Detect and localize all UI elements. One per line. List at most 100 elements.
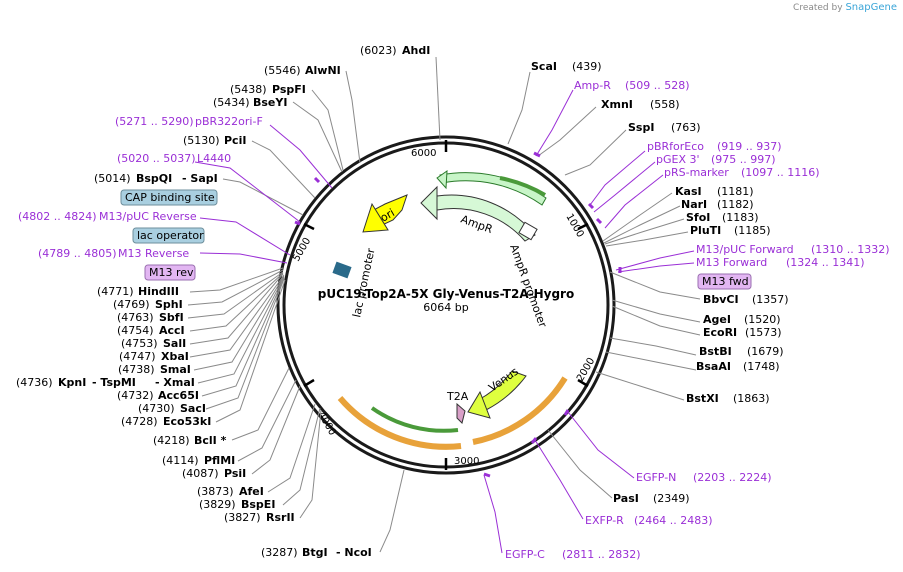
primer-egfp-c-range: (2811 .. 2832) [562,548,641,561]
site-sapi-name: - SapI [182,172,218,185]
ampr-outer-head [436,169,448,190]
site-xmni-pos: (558) [650,98,680,111]
site-ecori-name: EcoRI [703,326,737,339]
site-kasi-pos: (1181) [717,185,754,198]
site-smai-pos: (4738) [118,363,155,376]
site-kpni-name: KpnI [58,376,86,389]
site-pspfi-pos: (5438) [230,83,267,96]
site-bsaai-name: BsaAI [696,360,731,373]
site-psii-name: PsiI [224,467,246,480]
site-rsrii-pos: (3827) [224,511,261,524]
site-bbvci-name: BbvCI [703,293,739,306]
site-ahdi-pos: (6023) [360,44,397,57]
site-alwni-pos: (5546) [264,64,301,77]
primer-ampr-range: (509 .. 528) [625,79,690,92]
m13-rev-label: M13 rev [149,266,194,279]
site-nari-pos: (1182) [717,198,754,211]
site-bseyi-name: BseYI [253,96,287,109]
tick-label-3000: 3000 [454,456,479,467]
cap-binding-site-label: CAP binding site [125,191,215,204]
lac-operator-mark[interactable] [332,261,352,279]
primer-pgex3-name: pGEX 3' [656,153,700,166]
hygro-arc-right[interactable] [472,376,568,445]
primer-pbrforeco-range: (919 .. 937) [717,140,782,153]
venus-head [467,390,491,419]
lac-operator-box[interactable] [132,227,205,244]
site-psii-pos: (4087) [182,467,219,480]
primer-m13-fwd-range: (1324 .. 1341) [786,256,865,269]
site-acci-pos: (4754) [117,324,154,337]
snapgene-logo: SnapGene [845,2,897,13]
plasmid-size: 6064 bp [423,301,468,314]
lac-operator-label: lac operator [137,229,204,242]
t2a-mark[interactable] [456,402,466,424]
site-pcii-pos: (5130) [183,134,220,147]
site-sali-name: SalI [163,337,186,350]
site-saci-pos: (4730) [138,402,175,415]
site-sbfi-name: SbfI [159,311,184,324]
site-bstbi-name: BstBI [699,345,732,358]
site-eco53ki-name: Eco53kI [163,415,211,428]
site-sspi-name: SspI [628,121,654,134]
tick-marks [303,140,589,470]
m13-fwd-box[interactable] [697,273,752,290]
primer-m13puc-fwd-name: M13/pUC Forward [696,243,794,256]
right-site-leaders [507,71,701,499]
primer-prs-marker-range: (1097 .. 1116) [741,166,820,179]
site-xbai-pos: (4747) [119,350,156,363]
site-ncoi-name: - NcoI [336,546,372,559]
hygro-arc-left[interactable] [337,396,462,450]
site-bcli-name: BclI * [194,434,227,447]
primer-egfp-c-name: EGFP-C [505,548,545,561]
site-sfoi-name: SfoI [686,211,710,224]
snapgene-branding: Created by SnapGene [793,2,897,13]
site-afei-pos: (3873) [197,485,234,498]
green-arc-upper[interactable] [499,176,547,197]
primer-ampr-name: Amp-R [574,79,611,92]
primer-leaders [194,89,695,554]
site-bseyi-pos: (5434) [213,96,250,109]
site-kpni-pos: (4736) [16,376,53,389]
site-bsaai-pos: (1748) [743,360,780,373]
site-alwni-name: AlwNI [305,64,341,77]
site-pflmi-pos: (4114) [162,454,199,467]
primer-m13-fwd-name: M13 Forward [696,256,767,269]
primer-egfp-n-range: (2203 .. 2224) [693,471,772,484]
site-btgi-name: BtgI [302,546,328,559]
lac-promoter-label: lac promoter [350,247,377,319]
primer-egfp-n-name: EGFP-N [636,471,676,484]
cap-binding-site-box[interactable] [120,189,218,206]
site-acci-name: AccI [159,324,185,337]
site-pasi-pos: (2349) [653,492,690,505]
site-bstxi-name: BstXI [686,392,719,405]
green-arc-lower[interactable] [370,406,459,433]
site-bspqi-pos: (5014) [94,172,131,185]
m13-rev-box[interactable] [144,264,196,281]
site-sphi-name: SphI [155,298,183,311]
site-acc65i-name: Acc65I [158,389,199,402]
left-site-leaders [187,56,441,553]
tick-label-6000: 6000 [411,148,436,159]
primer-prs-marker-name: pRS-marker [664,166,729,179]
site-nari-name: NarI [681,198,707,211]
primer-pbrforeco-name: pBRforEco [647,140,704,153]
primer-m13-rev-range: (4789 .. 4805) [38,247,117,260]
site-sali-pos: (4753) [121,337,158,350]
site-pluti-name: PluTI [690,224,721,237]
site-pspfi-name: PspFI [272,83,306,96]
site-btgi-pos: (3287) [261,546,298,559]
site-scai-pos: (439) [572,60,602,73]
site-scai-name: ScaI [531,60,557,73]
site-pcii-name: PciI [224,134,246,147]
primer-l4440-range: (5020 .. 5037) [117,152,196,165]
site-eco53ki-pos: (4728) [121,415,158,428]
plasmid-name: pUC19-Top2A-5X Gly-Venus-T2A-Hygro [318,287,574,301]
primer-pgex3-range: (975 .. 997) [711,153,776,166]
site-sfoi-pos: (1183) [722,211,759,224]
primer-m13puc-rev-name: M13/pUC Reverse [99,210,197,223]
site-xmai-name: - XmaI [155,376,195,389]
m13-fwd-label: M13 fwd [702,275,749,288]
site-bcli-pos: (4218) [153,434,190,447]
ampr-promoter-box[interactable] [518,221,538,241]
